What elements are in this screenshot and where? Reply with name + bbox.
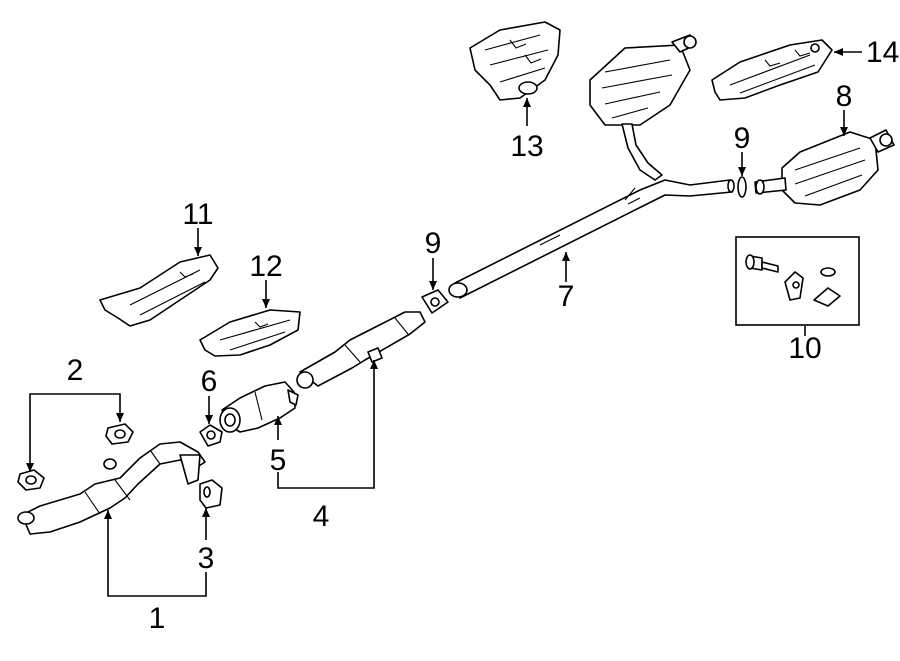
front-pipe-4: [296, 311, 426, 389]
rear-muffler: [589, 34, 697, 181]
callout-7: 7: [558, 280, 575, 313]
callout-1: 1: [149, 602, 166, 635]
callout-9-front: 9: [425, 227, 442, 260]
callout-2: 2: [67, 354, 84, 387]
hanger-3: [199, 479, 223, 509]
callout-5: 5: [270, 444, 287, 477]
gasket-9-rear: [737, 176, 747, 198]
callout-11: 11: [182, 198, 213, 231]
callout-14: 14: [866, 36, 899, 69]
callout-12: 12: [249, 250, 282, 283]
callout-4: 4: [313, 500, 330, 533]
exhaust-manifold-1: [17, 441, 206, 535]
muffler-8: [754, 129, 895, 206]
callout-13: 13: [510, 130, 543, 163]
callout-labels: 1 2 3 4 5 6 7 8 9 9 10 11 12 13 14: [67, 36, 900, 635]
heat-shield-12: [199, 309, 301, 357]
callout-9-rear: 9: [734, 122, 751, 155]
callout-8: 8: [836, 80, 853, 113]
heat-shield-14: [711, 39, 833, 101]
callout-10: 10: [788, 332, 821, 365]
gasket-6: [199, 424, 223, 447]
callout-6: 6: [201, 365, 218, 398]
center-pipe-7: [448, 179, 735, 299]
heat-shield-13: [469, 21, 561, 101]
heat-shield-11: [99, 254, 219, 327]
callout-3: 3: [198, 542, 215, 575]
gasket-2-upper: [105, 423, 134, 445]
gasket-9-front: [421, 289, 449, 314]
leader-lines: [26, 48, 862, 597]
hardware-kit-10: [735, 236, 860, 326]
gasket-2-lower: [17, 469, 45, 491]
catalytic-converter-5: [219, 381, 299, 433]
